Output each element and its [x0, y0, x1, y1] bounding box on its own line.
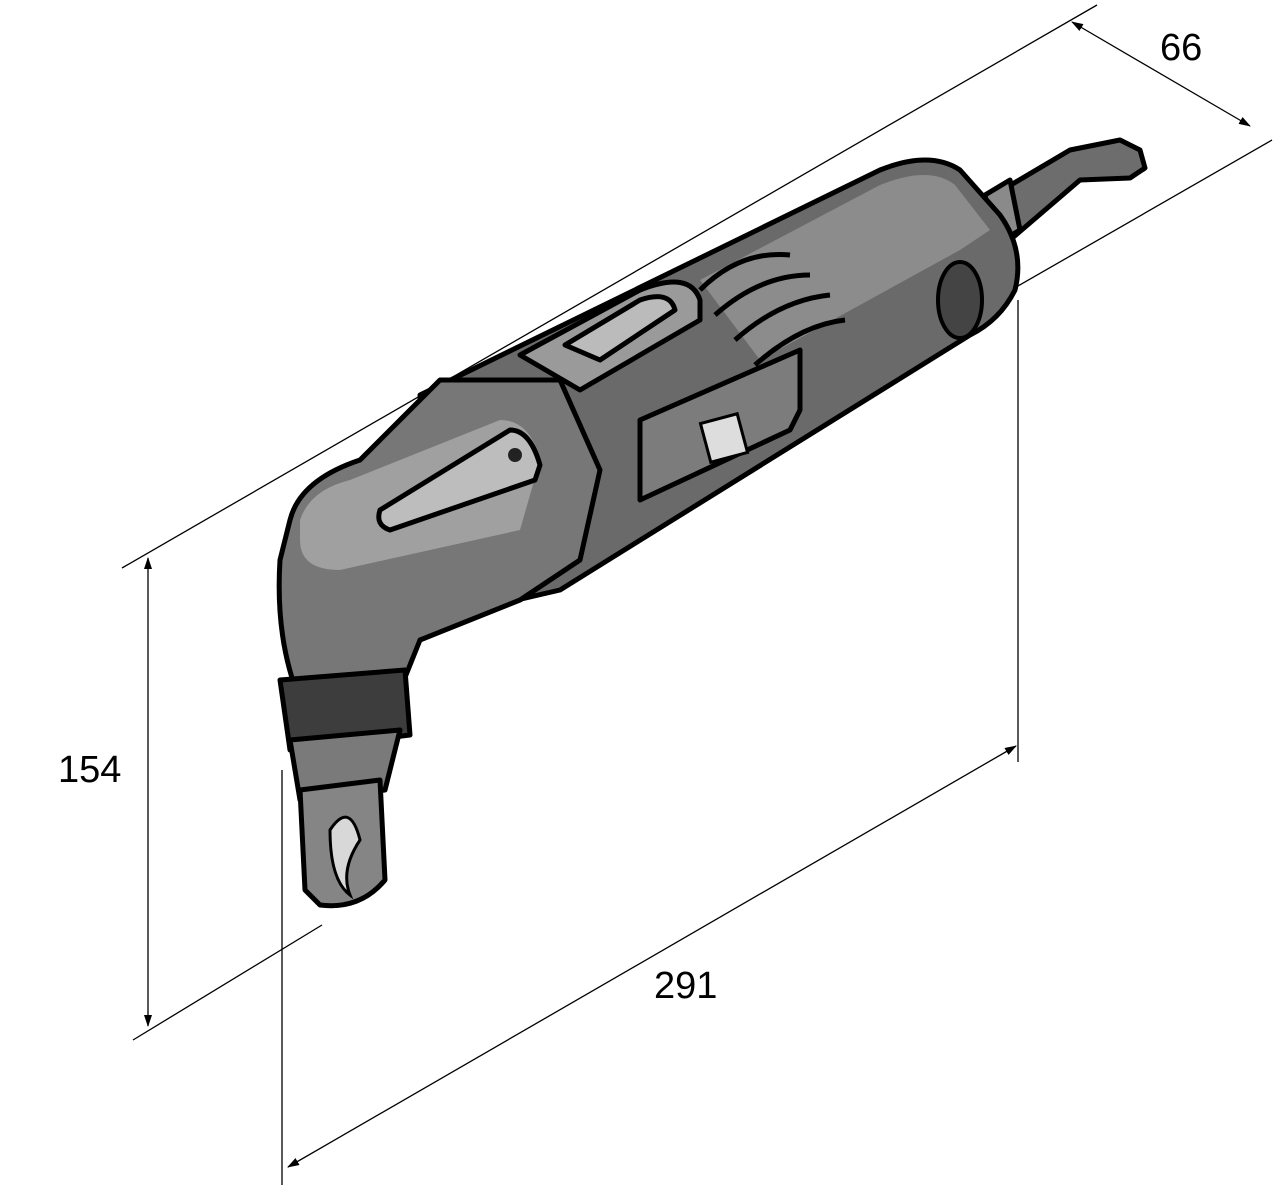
extension-line-bottom	[132, 924, 323, 1041]
dimension-label-length: 291	[654, 965, 717, 1007]
dimension-arrow-width	[1071, 21, 1251, 127]
extension-lines	[121, 4, 1273, 1185]
dimension-label-height: 154	[58, 749, 121, 791]
dimension-label-width: 66	[1160, 27, 1202, 69]
nibbler-tool-drawing	[276, 137, 1148, 909]
dimension-arrow-length	[287, 745, 1017, 1168]
extension-line-top	[121, 4, 1098, 569]
vents	[698, 251, 846, 367]
extension-line-right	[984, 139, 1273, 306]
speed-dial	[936, 260, 984, 340]
fein-logo-badge	[698, 411, 750, 465]
